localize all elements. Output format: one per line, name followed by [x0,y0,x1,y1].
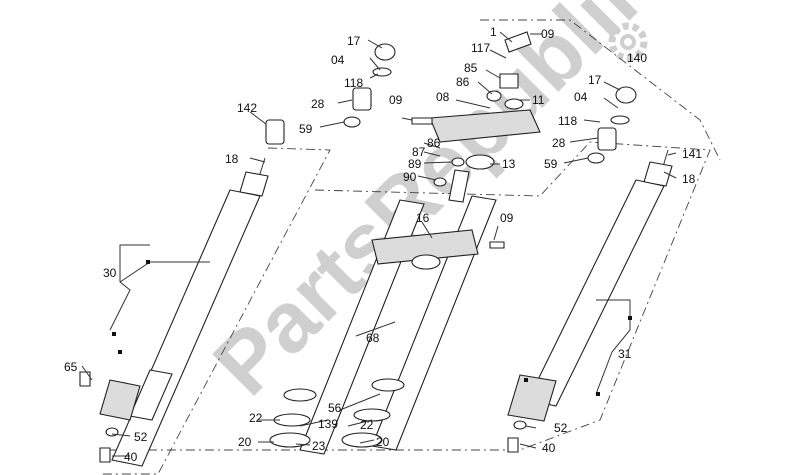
callout-142: 142 [237,101,257,115]
top-left-stack [265,43,396,145]
callout-85: 85 [464,61,478,75]
center-frame [110,141,711,451]
callout-17-right: 17 [588,73,602,87]
callout-40-right: 40 [542,441,556,455]
callout-87: 87 [412,145,426,159]
callout-04-left: 04 [331,53,345,67]
top-right-stack [587,86,637,164]
marker-dots [112,260,632,396]
callout-18-left: 18 [225,152,239,166]
callout-22-left: 22 [249,411,263,425]
callout-56: 56 [328,401,342,415]
callout-18-right: 18 [682,172,696,186]
callout-09-mid: 09 [389,93,403,107]
callout-59-left: 59 [299,122,313,136]
callout-11: 11 [532,93,545,107]
callout-89: 89 [408,157,422,171]
callout-16: 16 [416,211,430,225]
callout-140: 140 [627,51,647,65]
callout-22-right: 22 [360,418,374,432]
top-right-frame [480,19,721,161]
callout-08: 08 [436,90,450,104]
callout-23: 23 [312,439,326,453]
callout-59-right: 59 [544,157,558,171]
callout-118-right: 118 [558,114,577,128]
callout-13: 13 [502,157,516,171]
callout-117: 117 [471,41,490,55]
watermark-gear-icon [608,22,648,62]
callout-30: 30 [103,266,117,280]
callout-68: 68 [366,331,380,345]
callout-09-right: 09 [500,211,514,225]
callout-52-right: 52 [554,421,568,435]
callout-labels: 1 09 117 140 85 86 17 04 118 28 59 142 0… [64,25,702,464]
callout-40-left: 40 [124,450,138,464]
callout-86-mid: 86 [427,136,441,150]
callout-28-left: 28 [311,97,325,111]
top-center-stack [411,31,541,187]
callout-20-left: 20 [238,435,252,449]
callout-118-left: 118 [344,76,363,90]
callout-90: 90 [403,170,417,184]
right-fork-leg [507,149,673,422]
callout-28-right: 28 [552,136,566,150]
callout-20-right: 20 [376,435,390,449]
left-fork-leg [99,157,269,467]
fork-seals [269,378,405,448]
callout-31: 31 [618,347,632,361]
callout-65: 65 [64,360,78,374]
callout-04-right: 04 [574,90,588,104]
leader-lines [81,31,677,457]
left-leg-frame [100,147,331,475]
callout-52-left: 52 [134,430,148,444]
callout-139: 139 [318,417,338,431]
callout-86-top: 86 [456,75,470,89]
callout-17-left: 17 [347,34,361,48]
callout-09-top: 09 [541,27,555,41]
callout-141: 141 [682,147,702,161]
callout-1: 1 [490,25,497,39]
